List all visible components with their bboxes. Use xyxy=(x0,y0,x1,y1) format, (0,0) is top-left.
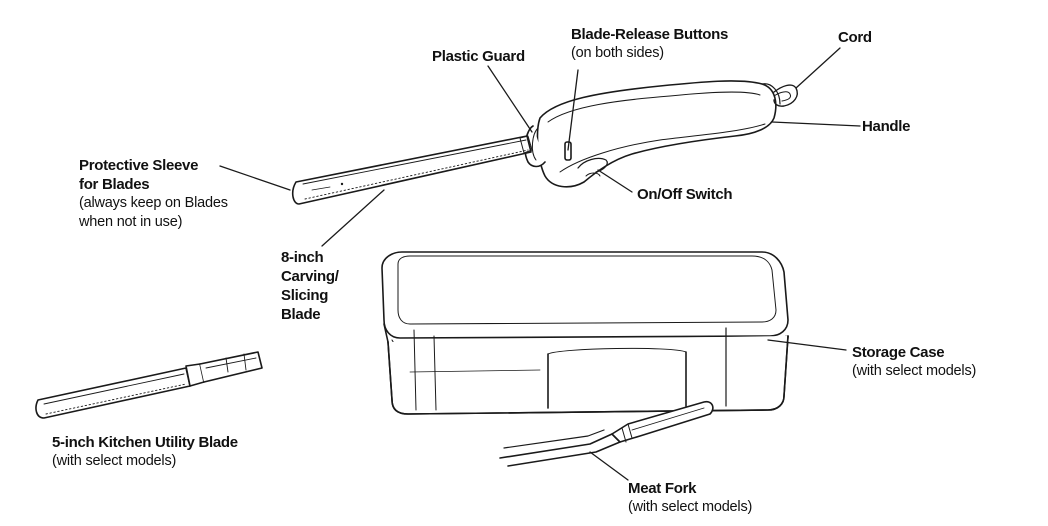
protective-sleeve-note1: (always keep on Blades xyxy=(79,195,228,211)
leader-cord xyxy=(795,47,841,89)
label-on-off-switch: On/Off Switch xyxy=(637,185,733,204)
leader-on-off xyxy=(597,169,633,193)
blade-release-title: Blade-Release Buttons xyxy=(571,26,729,43)
protective-sleeve-note2: when not in use) xyxy=(79,214,183,230)
carving-blade-with-sleeve xyxy=(291,135,533,205)
utility-blade-note: (with select models) xyxy=(52,453,177,469)
knife-handle xyxy=(524,80,798,188)
carving-blade-line1: 8-inch xyxy=(281,249,324,266)
handle-text: Handle xyxy=(862,118,911,135)
meat-fork-text: Meat Fork xyxy=(628,480,697,497)
protective-sleeve-line1: Protective Sleeve xyxy=(79,157,199,174)
leader-storage-case xyxy=(767,339,847,351)
label-carving-blade: 8-inch Carving/ Slicing Blade xyxy=(281,248,339,324)
blade-release-note: (on both sides) xyxy=(571,45,664,61)
label-cord: Cord xyxy=(838,28,872,47)
label-plastic-guard: Plastic Guard xyxy=(432,47,525,66)
plastic-guard-text: Plastic Guard xyxy=(432,48,525,65)
leader-handle xyxy=(771,121,861,127)
carving-blade-line4: Blade xyxy=(281,306,321,323)
protective-sleeve-line2: for Blades xyxy=(79,176,150,193)
label-storage-case: Storage Case (with select models) xyxy=(852,343,976,381)
leader-lines xyxy=(219,47,861,481)
on-off-switch-text: On/Off Switch xyxy=(637,186,733,203)
leader-protective-sleeve xyxy=(219,165,291,191)
label-blade-release-buttons: Blade-Release Buttons (on both sides) xyxy=(571,25,728,63)
utility-blade xyxy=(35,351,263,419)
leader-blade-release xyxy=(567,69,579,151)
utility-blade-text: 5-inch Kitchen Utility Blade xyxy=(52,434,238,451)
meat-fork-note: (with select models) xyxy=(628,499,753,515)
carving-blade-line3: Slicing xyxy=(281,287,329,304)
storage-case-text: Storage Case xyxy=(852,344,945,361)
label-handle: Handle xyxy=(862,117,911,136)
label-protective-sleeve: Protective Sleeve for Blades (always kee… xyxy=(79,156,228,232)
meat-fork xyxy=(499,400,714,467)
leader-carving-blade xyxy=(321,189,385,247)
cord-text: Cord xyxy=(838,29,872,46)
carving-blade-line2: Carving/ xyxy=(281,268,339,285)
storage-case-note: (with select models) xyxy=(852,363,977,379)
label-meat-fork: Meat Fork (with select models) xyxy=(628,479,752,517)
label-utility-blade: 5-inch Kitchen Utility Blade (with selec… xyxy=(52,433,238,471)
leader-meat-fork xyxy=(589,451,629,481)
leader-plastic-guard xyxy=(487,65,533,133)
storage-case xyxy=(381,251,789,415)
